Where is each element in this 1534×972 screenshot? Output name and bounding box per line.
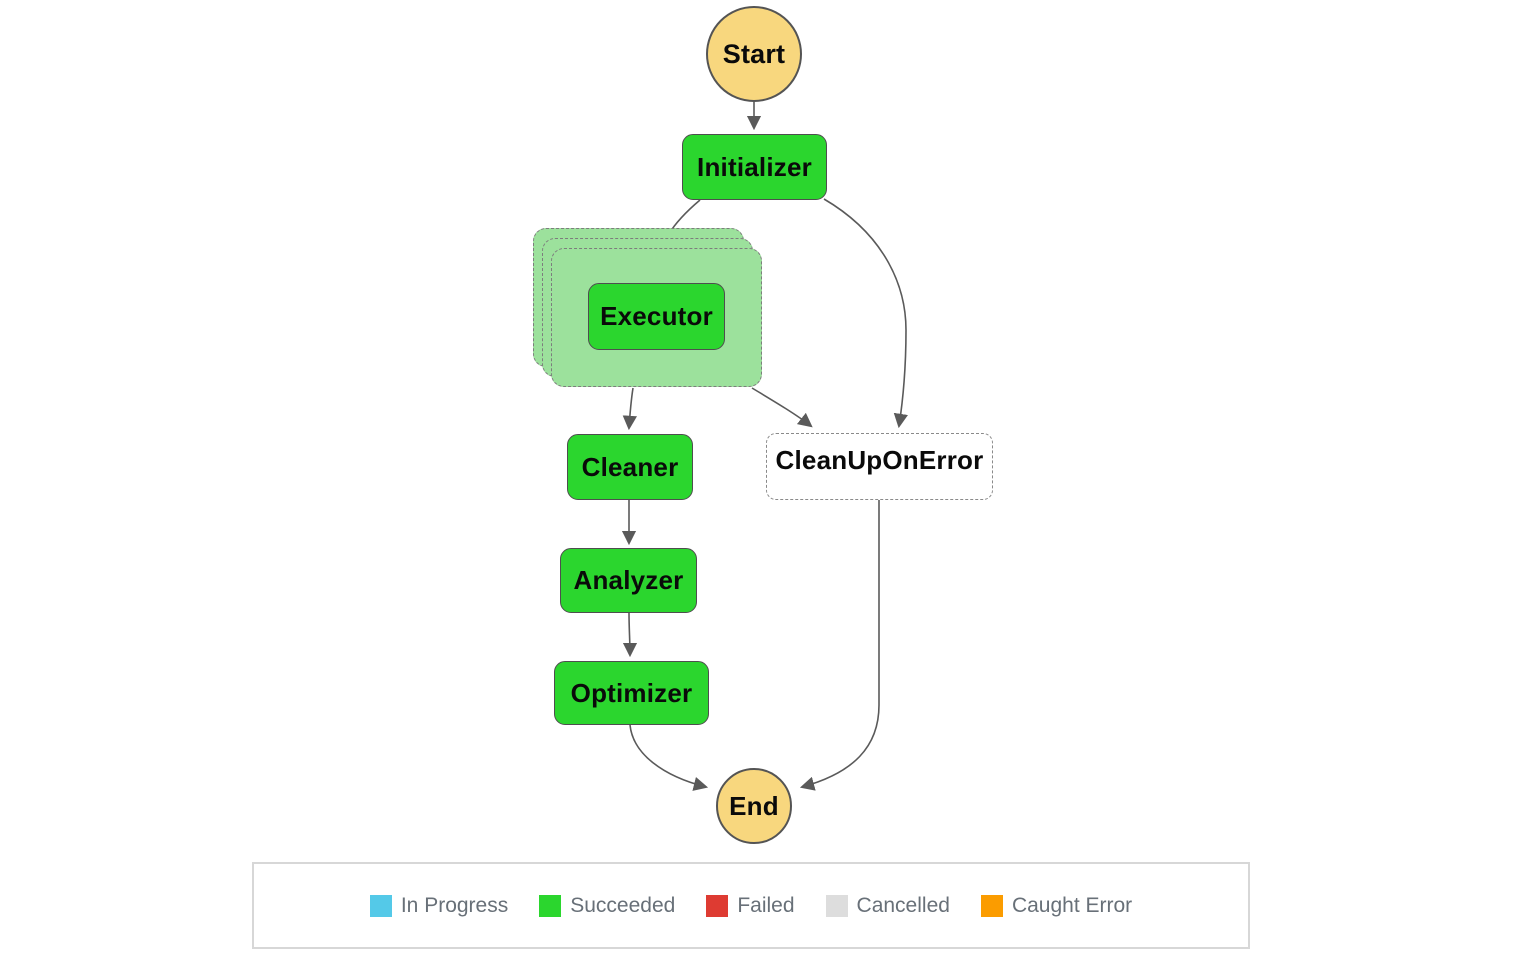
legend-item-succeeded: Succeeded	[539, 894, 675, 918]
node-cleanuponerror-label: CleanUpOnError	[775, 445, 984, 475]
legend-item-cancelled: Cancelled	[825, 893, 950, 918]
edge-cleanuponerror-end	[799, 499, 880, 791]
legend-item-failed: Failed	[706, 893, 795, 918]
node-start: Start	[706, 6, 802, 102]
in-progress-swatch-icon	[369, 894, 392, 917]
node-executor-label: Executor	[600, 301, 713, 331]
edge-initializer-cleanuponerror	[823, 198, 908, 429]
node-start-label: Start	[722, 38, 786, 69]
legend-item-label: Failed	[737, 893, 795, 917]
node-end-label: End	[729, 790, 779, 821]
cancelled-swatch-icon	[825, 894, 848, 917]
node-end: End	[716, 768, 792, 844]
node-analyzer[interactable]: Analyzer	[560, 548, 697, 613]
node-analyzer-label: Analyzer	[573, 565, 684, 595]
legend-item-caught-error: Caught Error	[980, 893, 1133, 918]
failed-swatch-icon	[706, 894, 729, 917]
node-initializer-label: Initializer	[697, 151, 812, 182]
edge-analyzer-optimizer	[622, 612, 638, 658]
node-cleanuponerror[interactable]: CleanUpOnError	[766, 433, 993, 500]
status-legend: In Progress Succeeded Failed Cancelled C…	[252, 862, 1250, 949]
legend-item-in-progress: In Progress	[369, 893, 509, 918]
edge-executor-cleaner	[622, 387, 637, 431]
legend-item-label: In Progress	[400, 893, 509, 917]
edge-optimizer-end	[629, 724, 709, 791]
node-executor[interactable]: Executor	[588, 283, 725, 350]
edge-executor-cleanuponerror	[751, 387, 813, 428]
succeeded-swatch-icon	[539, 894, 562, 917]
node-cleaner[interactable]: Cleaner	[567, 434, 693, 500]
node-initializer[interactable]: Initializer	[682, 134, 827, 200]
legend-item-label: Caught Error	[1011, 893, 1133, 917]
node-optimizer[interactable]: Optimizer	[554, 661, 709, 725]
legend-item-label: Cancelled	[856, 893, 950, 917]
caught-error-swatch-icon	[980, 894, 1003, 917]
node-optimizer-label: Optimizer	[570, 677, 693, 708]
node-cleaner-label: Cleaner	[581, 451, 679, 482]
legend-item-label: Succeeded	[570, 893, 676, 917]
